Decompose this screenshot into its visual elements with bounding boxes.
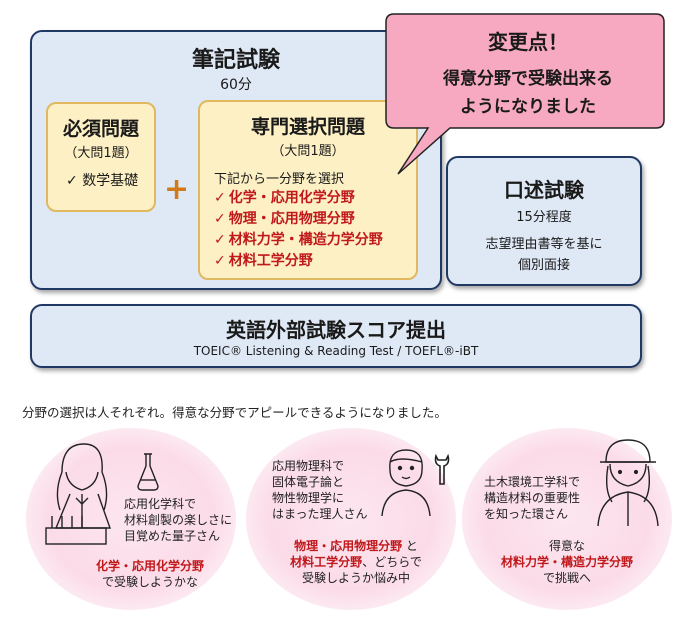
plus-sign: + bbox=[164, 172, 190, 207]
specialty-options: ✓化学・応用化学分野 ✓物理・応用物理分野 ✓材料力学・構造力学分野 ✓材料工学… bbox=[214, 188, 383, 272]
written-exam-time: 60分 bbox=[220, 77, 252, 93]
check-icon: ✓ bbox=[214, 190, 226, 206]
scientist-icon bbox=[45, 443, 111, 545]
hardhat-worker-icon bbox=[597, 439, 659, 527]
check-icon: ✓ bbox=[214, 232, 226, 248]
check-icon: ✓ bbox=[66, 173, 78, 189]
required-item-label: 数学基礎 bbox=[82, 173, 139, 189]
written-exam-title: 筆記試験 bbox=[191, 48, 280, 73]
selection-note: 分野の選択は人それぞれ。得意な分野でアピールできるようになりました。 bbox=[22, 405, 447, 420]
person-3-desc: 土木環境工学科で 構造材料の重要性 を知った環さん bbox=[484, 475, 581, 521]
person-2-choice: 物理・応用物理分野 と 材料工学分野、どちらで 受験しようか悩み中 bbox=[290, 539, 422, 585]
specialty-sub: （大問1題） bbox=[271, 144, 345, 159]
oral-exam-time: 15分程度 bbox=[516, 210, 572, 225]
wrench-icon bbox=[434, 453, 450, 485]
specialty-option: ✓材料力学・構造力学分野 bbox=[214, 232, 383, 248]
check-icon: ✓ bbox=[214, 211, 226, 227]
callout-line1: 得意分野で受験出来る bbox=[443, 69, 613, 89]
callout-line2: ようになりました bbox=[460, 97, 596, 117]
oral-exam-panel: 口述試験 15分程度 志望理由書等を基に 個別面接 bbox=[446, 156, 642, 286]
person-1-desc: 応用化学科で 材料創製の楽しさに 目覚めた量子さん bbox=[124, 497, 233, 543]
check-icon: ✓ bbox=[214, 253, 226, 269]
specialty-option: ✓物理・応用物理分野 bbox=[214, 211, 355, 227]
specialty-box: 専門選択問題 （大問1題） 下記から一分野を選択 ✓化学・応用化学分野 ✓物理・… bbox=[198, 100, 418, 280]
english-score-panel: 英語外部試験スコア提出 TOEIC® Listening & Reading T… bbox=[30, 304, 642, 368]
oral-exam-title: 口述試験 bbox=[504, 178, 584, 202]
specialty-option: ✓材料工学分野 bbox=[214, 253, 313, 269]
required-box: 必須問題 （大問1題） ✓ 数学基礎 bbox=[46, 102, 156, 212]
person-1-choice: 化学・応用化学分野 で受験しようかな bbox=[95, 559, 204, 589]
required-title: 必須問題 bbox=[62, 118, 139, 140]
person-2-desc: 応用物理科で 固体電子論と 物性物理学に はまった理人さん bbox=[272, 459, 368, 521]
engineer-icon bbox=[381, 449, 431, 517]
required-sub: （大問1題） bbox=[64, 146, 138, 161]
specialty-option: ✓化学・応用化学分野 bbox=[214, 190, 355, 206]
flask-icon bbox=[137, 453, 159, 491]
specialty-lead: 下記から一分野を選択 bbox=[214, 172, 345, 187]
callout-title: 変更点！ bbox=[488, 30, 568, 54]
person-bubble-1 bbox=[26, 428, 236, 610]
written-exam-panel: 筆記試験 60分 必須問題 （大問1題） ✓ 数学基礎 専門選択問題 （大問1題… bbox=[30, 30, 442, 290]
oral-exam-desc: 志望理由書等を基に 個別面接 bbox=[485, 237, 603, 273]
required-item: ✓ 数学基礎 bbox=[66, 170, 138, 190]
person-3-choice: 得意な 材料力学・構造力学分野 で挑戦へ bbox=[500, 539, 633, 585]
specialty-title: 専門選択問題 bbox=[250, 116, 365, 138]
callout-shape bbox=[385, 13, 665, 175]
english-sub: TOEIC® Listening & Reading Test / TOEFL®… bbox=[193, 344, 479, 358]
person-bubble-3 bbox=[462, 428, 672, 610]
english-title: 英語外部試験スコア提出 bbox=[226, 318, 446, 342]
